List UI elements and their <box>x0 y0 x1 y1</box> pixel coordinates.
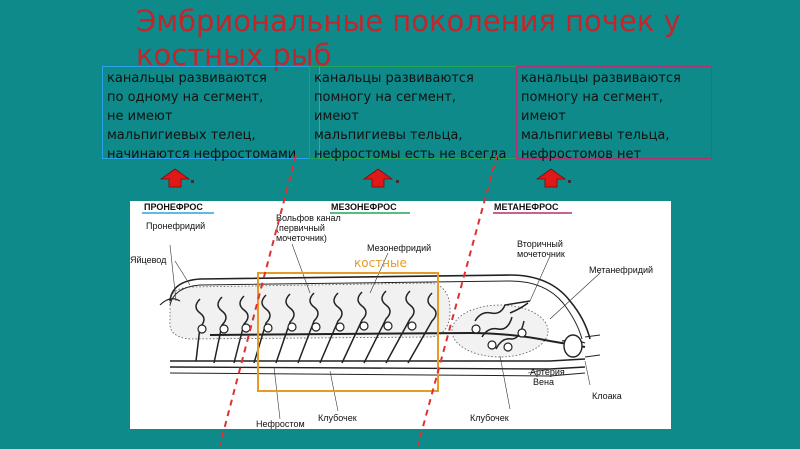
box-line: начинаются нефростомами <box>107 145 315 164</box>
title-line-1: Эмбриональные поколения почек у <box>136 4 786 38</box>
box-line: помногу на сегмент, <box>314 88 512 107</box>
box-line: канальцы развиваются <box>521 69 707 88</box>
label-glomerulus: Клубочек <box>470 413 509 423</box>
label-vein: Вена <box>533 377 554 387</box>
label-secondary-ureter: Вторичный мочеточник <box>517 239 565 259</box>
arrow-dot <box>568 180 571 183</box>
box-line: мальпигиевы тельца, <box>314 126 512 145</box>
label-oviduct: Яйцевод <box>130 255 166 265</box>
label-nephrostome: Нефростом <box>256 419 305 429</box>
label-metanephridium: Метанефридий <box>589 265 653 275</box>
box-line: по одному на сегмент, <box>107 88 315 107</box>
box-line: помногу на сегмент, <box>521 88 707 107</box>
box-line: канальцы развиваются <box>107 69 315 88</box>
up-arrow-icon <box>536 168 566 188</box>
slide-title: Эмбриональные поколения почек у костных … <box>136 4 786 72</box>
label-pronephridium: Пронефридий <box>146 221 205 231</box>
box-line: имеют <box>521 107 707 126</box>
pronephros-description-box: канальцы развиваются по одному на сегмен… <box>102 66 320 159</box>
label-cloaca: Клоака <box>592 391 622 401</box>
box-line: мальпигиевых телец, <box>107 126 315 145</box>
box-line: мальпигиевы тельца, <box>521 126 707 145</box>
mesonephros-description-box: канальцы развиваются помногу на сегмент,… <box>309 66 517 159</box>
up-arrow-icon <box>363 168 393 188</box>
label-wolffian-duct: Вольфов канал (первичный мочеточник) <box>276 213 341 243</box>
box-line: нефростомов нет <box>521 145 707 164</box>
highlight-label: костные <box>354 256 407 270</box>
header-metanephros: МЕТАНЕФРОС <box>494 202 559 212</box>
kidney-drawing <box>130 201 671 429</box>
up-arrow-icon <box>160 168 190 188</box>
label-glomerulus: Клубочек <box>318 413 357 423</box>
arrow-dot <box>191 180 194 183</box>
label-artery: Артерия <box>530 367 565 377</box>
label-mesonephridium: Мезонефридий <box>367 243 431 253</box>
arrow-dot <box>396 180 399 183</box>
header-mesonephros: МЕЗОНЕФРОС <box>331 202 397 212</box>
header-pronephros: ПРОНЕФРОС <box>144 202 203 212</box>
metanephros-description-box: канальцы развиваются помногу на сегмент,… <box>516 66 712 159</box>
box-line: канальцы развиваются <box>314 69 512 88</box>
box-line: имеют <box>314 107 512 126</box>
box-line: нефростомы есть не всегда <box>314 145 512 164</box>
kidney-generations-diagram: ПРОНЕФРОС МЕЗОНЕФРОС МЕТАНЕФРОС Пронефри… <box>130 201 671 429</box>
box-line: не имеют <box>107 107 315 126</box>
